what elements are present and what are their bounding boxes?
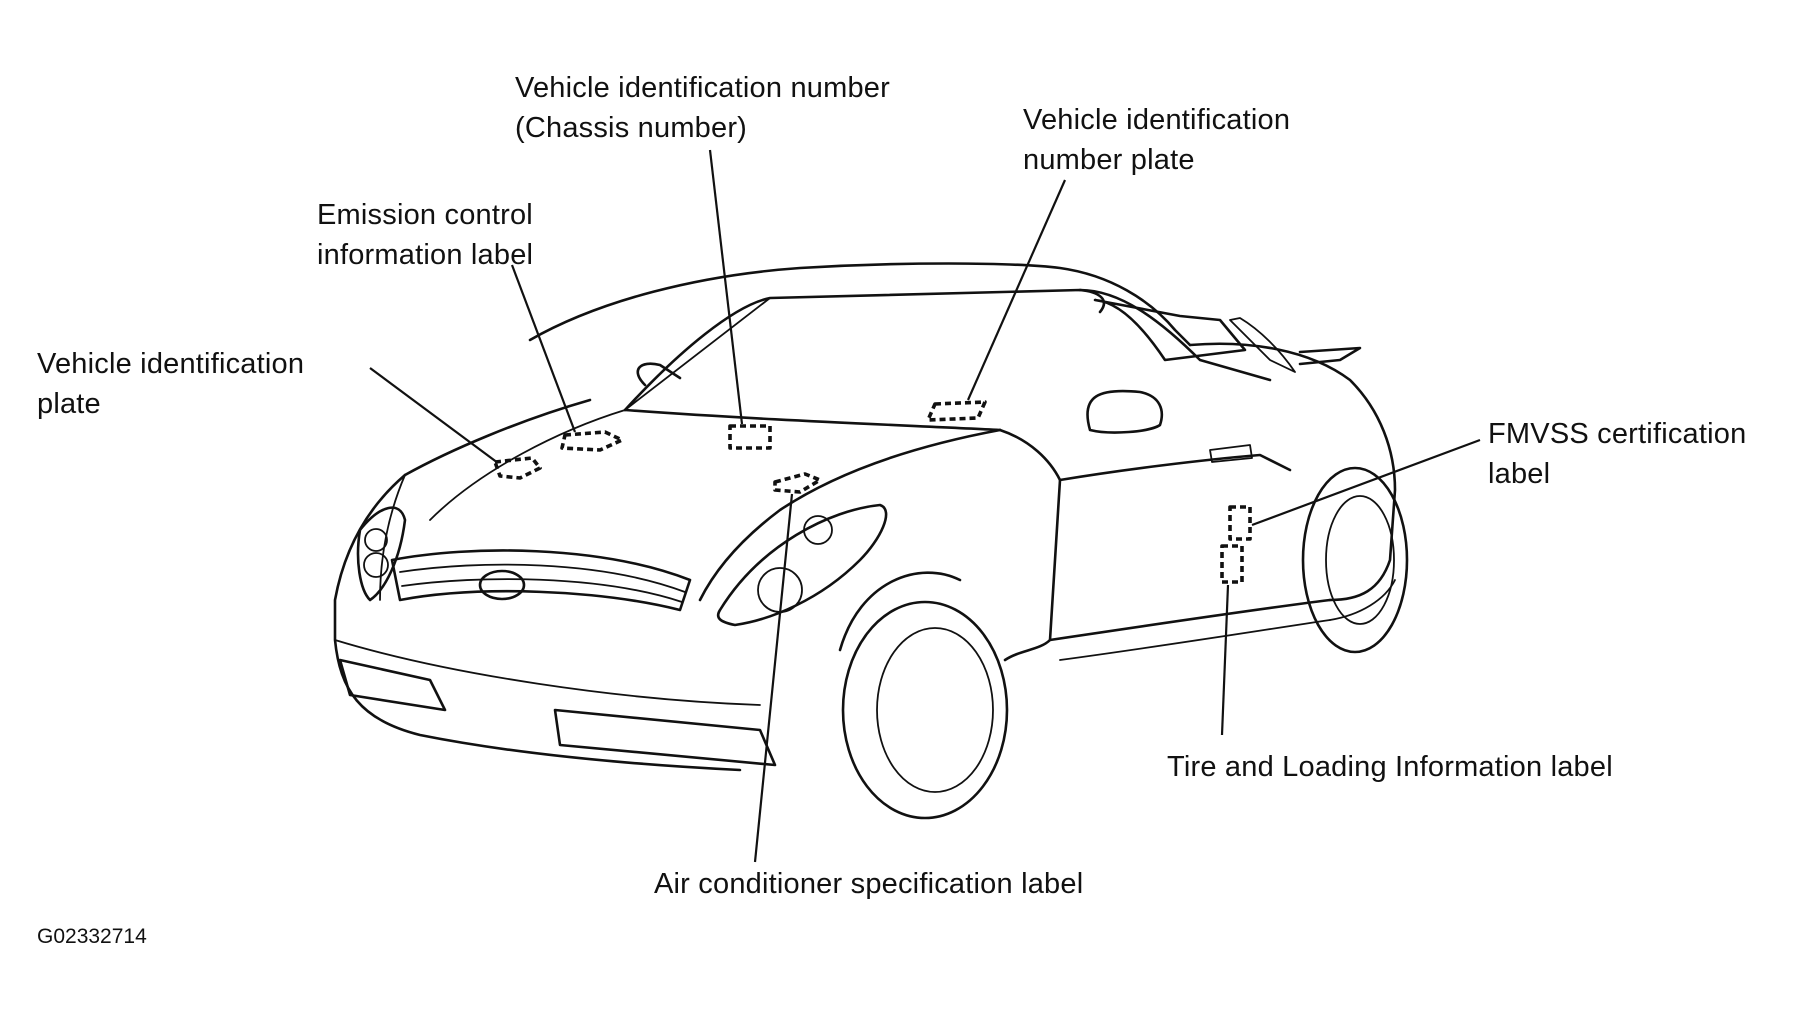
aircon-label-marker	[773, 472, 822, 494]
label-line: FMVSS certification	[1488, 418, 1747, 450]
label-line: information label	[317, 239, 534, 271]
label-line: (Chassis number)	[515, 112, 748, 144]
label-line: plate	[37, 388, 101, 420]
chassis-number-marker	[728, 424, 772, 450]
label-chassis-number: Vehicle identification number (Chassis n…	[515, 68, 890, 148]
vin-plate-leader	[369, 367, 499, 464]
label-vehicle-identification-number-plate: Vehicle identification number plate	[1023, 100, 1290, 180]
car-outline	[333, 262, 1409, 820]
label-line: label	[1488, 458, 1551, 490]
label-line: Vehicle identification	[1023, 104, 1291, 136]
label-line: Emission control	[317, 199, 533, 231]
vin-plate-marker	[493, 456, 542, 480]
figure-code: G02332714	[37, 925, 147, 948]
label-air-conditioner-specification: Air conditioner specification label	[654, 864, 1083, 904]
tire-label-marker	[1220, 544, 1244, 584]
fmvss-leader	[1251, 438, 1481, 527]
aircon-leader	[753, 493, 794, 863]
leader-lines	[369, 149, 1481, 863]
label-line: Air conditioner specification label	[654, 868, 1084, 900]
vin-number-plate-marker	[926, 400, 987, 422]
emission-leader	[510, 264, 577, 433]
label-emission-control: Emission control information label	[317, 195, 533, 275]
emission-label-marker	[560, 430, 624, 452]
label-line: Vehicle identification	[37, 348, 305, 380]
chassis-leader	[708, 149, 744, 425]
tire-leader	[1220, 584, 1230, 736]
label-markers	[493, 400, 1252, 584]
label-line: number plate	[1023, 144, 1195, 176]
label-line: Tire and Loading Information label	[1167, 751, 1613, 783]
label-tire-loading-information: Tire and Loading Information label	[1167, 747, 1613, 787]
label-line: Vehicle identification number	[515, 72, 890, 104]
label-vehicle-identification-plate: Vehicle identification plate	[37, 344, 304, 424]
fmvss-label-marker	[1228, 505, 1252, 541]
vin-number-plate-leader	[966, 179, 1067, 401]
label-fmvss-certification: FMVSS certification label	[1488, 414, 1746, 494]
